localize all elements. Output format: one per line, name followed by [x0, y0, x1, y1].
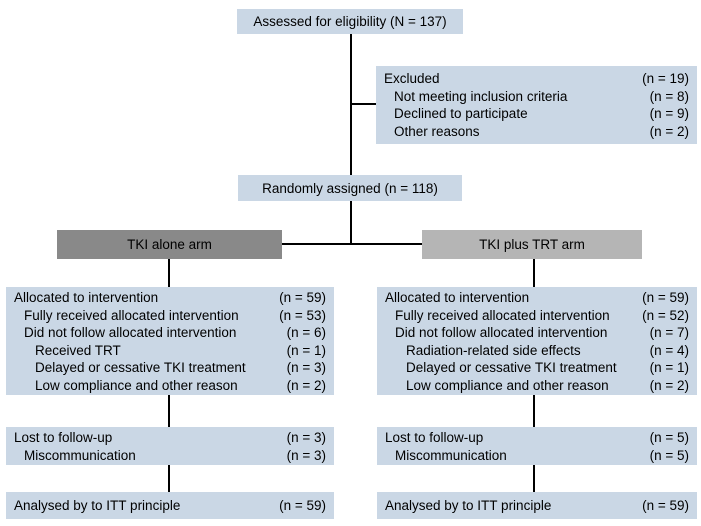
- row-value: (n = 4): [649, 342, 689, 358]
- row-label: Received TRT: [35, 342, 121, 358]
- row-label: Fully received allocated intervention: [395, 307, 610, 323]
- arm-left-label: TKI alone arm: [127, 237, 212, 252]
- row-value: (n = 1): [286, 342, 326, 358]
- left-allocation-rows: Allocated to intervention (n = 59) Fully…: [6, 287, 334, 394]
- row-label: Radiation-related side effects: [406, 342, 581, 358]
- left-analysis-box: Analysed by to ITT principle (n = 59): [6, 492, 334, 519]
- row-label: Fully received allocated intervention: [24, 307, 239, 323]
- row-label: Delayed or cessative TKI treatment: [406, 360, 617, 375]
- flow-row: Allocated to intervention (n = 59): [14, 289, 326, 307]
- right-analysis-box: Analysed by to ITT principle (n = 59): [377, 492, 697, 519]
- connector-branch-to-excluded: [351, 103, 377, 105]
- flow-row: Miscommunication (n = 3): [14, 447, 326, 465]
- row-label: Allocated to intervention: [385, 290, 530, 305]
- row-value: (n = 3): [286, 447, 326, 463]
- connector-arm-split-horizontal: [282, 243, 423, 245]
- excluded-rows: Excluded (n = 19) Not meeting inclusion …: [376, 66, 697, 140]
- randomized-box: Randomly assigned (n = 118): [238, 175, 462, 201]
- row-label: Lost to follow-up: [385, 430, 484, 445]
- flow-row: Radiation-related side effects (n = 4): [385, 342, 689, 360]
- row-label: Allocated to intervention: [14, 290, 159, 305]
- arm-right-header: TKI plus TRT arm: [422, 230, 642, 259]
- assessed-label: Assessed for eligibility (N = 137): [253, 14, 447, 29]
- row-value: (n = 19): [642, 71, 689, 86]
- right-allocation-box: Allocated to intervention (n = 59) Fully…: [377, 287, 697, 395]
- connector-right-arm-to-allocation: [533, 259, 535, 287]
- row-label: Did not follow allocated intervention: [395, 325, 608, 340]
- right-followup-rows: Lost to follow-up (n = 5) Miscommunicati…: [377, 427, 697, 464]
- flow-row: Fully received allocated intervention (n…: [385, 307, 689, 325]
- row-label: Lost to follow-up: [14, 430, 113, 445]
- row-value: (n = 5): [649, 430, 689, 445]
- row-value: (n = 53): [279, 307, 326, 323]
- flow-row: Miscommunication (n = 5): [385, 447, 689, 465]
- left-followup-rows: Lost to follow-up (n = 3) Miscommunicati…: [6, 427, 334, 464]
- flow-row: Did not follow allocated intervention (n…: [385, 324, 689, 342]
- flow-row: Analysed by to ITT principle (n = 59): [385, 497, 689, 515]
- connector-right-allocation-to-followup: [533, 395, 535, 427]
- connector-left-arm-to-allocation: [168, 259, 170, 287]
- flow-row: Low compliance and other reason (n = 2): [385, 377, 689, 395]
- flow-row: Allocated to intervention (n = 59): [385, 289, 689, 307]
- flow-row: Declined to participate (n = 9): [384, 105, 689, 123]
- row-label: Analysed by to ITT principle: [385, 498, 552, 513]
- row-label: Analysed by to ITT principle: [14, 498, 181, 513]
- flow-row: Fully received allocated intervention (n…: [14, 307, 326, 325]
- row-value: (n = 7): [649, 325, 689, 340]
- left-followup-box: Lost to follow-up (n = 3) Miscommunicati…: [6, 427, 334, 465]
- connector-left-followup-to-analysis: [168, 465, 170, 492]
- connector-right-followup-to-analysis: [533, 465, 535, 492]
- row-value: (n = 59): [642, 498, 689, 513]
- row-value: (n = 59): [642, 290, 689, 305]
- right-allocation-rows: Allocated to intervention (n = 59) Fully…: [377, 287, 697, 394]
- row-value: (n = 2): [649, 377, 689, 393]
- row-label: Other reasons: [394, 123, 480, 139]
- right-followup-box: Lost to follow-up (n = 5) Miscommunicati…: [377, 427, 697, 465]
- row-value: (n = 52): [642, 307, 689, 323]
- flow-row: Low compliance and other reason (n = 2): [14, 377, 326, 395]
- flow-row: Delayed or cessative TKI treatment (n = …: [14, 359, 326, 377]
- excluded-box: Excluded (n = 19) Not meeting inclusion …: [376, 66, 697, 144]
- row-label: Delayed or cessative TKI treatment: [35, 360, 246, 375]
- row-value: (n = 59): [279, 498, 326, 513]
- arm-right-label: TKI plus TRT arm: [479, 237, 585, 252]
- flow-row: Lost to follow-up (n = 3): [14, 429, 326, 447]
- left-allocation-box: Allocated to intervention (n = 59) Fully…: [6, 287, 334, 395]
- connector-randomized-to-split: [350, 201, 352, 244]
- connector-left-allocation-to-followup: [168, 395, 170, 427]
- row-value: (n = 3): [286, 430, 326, 445]
- flow-row: Excluded (n = 19): [384, 70, 689, 88]
- row-value: (n = 9): [649, 106, 689, 121]
- row-value: (n = 1): [649, 360, 689, 375]
- flow-row: Lost to follow-up (n = 5): [385, 429, 689, 447]
- flow-row: Other reasons (n = 2): [384, 123, 689, 141]
- randomized-label: Randomly assigned (n = 118): [262, 180, 438, 196]
- row-value: (n = 59): [279, 290, 326, 305]
- right-analysis-rows: Analysed by to ITT principle (n = 59): [377, 492, 697, 515]
- flow-row: Did not follow allocated intervention (n…: [14, 324, 326, 342]
- row-label: Declined to participate: [394, 106, 528, 121]
- row-label: Miscommunication: [24, 447, 136, 463]
- row-value: (n = 2): [286, 377, 326, 393]
- row-value: (n = 2): [649, 123, 689, 139]
- left-analysis-rows: Analysed by to ITT principle (n = 59): [6, 492, 334, 515]
- row-value: (n = 8): [649, 88, 689, 104]
- row-value: (n = 5): [649, 447, 689, 463]
- row-value: (n = 6): [286, 325, 326, 340]
- arm-left-header: TKI alone arm: [57, 230, 282, 259]
- row-label: Excluded: [384, 71, 440, 86]
- assessed-box: Assessed for eligibility (N = 137): [237, 9, 463, 34]
- row-label: Not meeting inclusion criteria: [394, 88, 568, 104]
- flow-row: Analysed by to ITT principle (n = 59): [14, 497, 326, 515]
- row-label: Low compliance and other reason: [406, 377, 609, 393]
- flow-row: Delayed or cessative TKI treatment (n = …: [385, 359, 689, 377]
- flow-row: Received TRT (n = 1): [14, 342, 326, 360]
- row-label: Low compliance and other reason: [35, 377, 238, 393]
- flow-row: Not meeting inclusion criteria (n = 8): [384, 88, 689, 106]
- row-label: Did not follow allocated intervention: [24, 325, 237, 340]
- row-label: Miscommunication: [395, 447, 507, 463]
- row-value: (n = 3): [286, 360, 326, 375]
